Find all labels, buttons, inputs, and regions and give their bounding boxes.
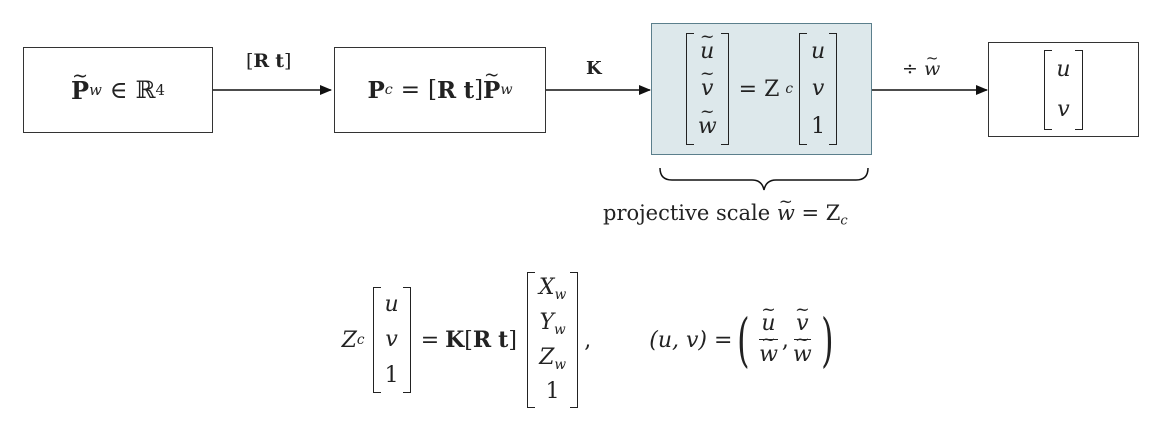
extrinsic-label: [R t] bbox=[246, 50, 292, 72]
world-point-box: Pw ∈ ℝ4 bbox=[23, 47, 213, 133]
real-space-symbol: ℝ bbox=[135, 76, 156, 104]
homogeneous-pixel-vector: u v w bbox=[685, 33, 729, 145]
underbrace bbox=[659, 167, 869, 191]
pixel-homogeneous-vector: u v 1 bbox=[799, 33, 838, 145]
lhs-pixel-vector: u v 1 bbox=[372, 287, 411, 393]
pixel-vector: u v bbox=[1044, 49, 1083, 130]
divide-label: ÷ w bbox=[902, 58, 940, 80]
fraction-u: u w bbox=[757, 310, 780, 369]
intrinsic-label: K bbox=[586, 58, 602, 79]
projective-scale-label: projective scale w = Zc bbox=[603, 201, 848, 229]
world-point-symbol: P bbox=[71, 76, 89, 105]
world-homogeneous-vector: Xw Yw Zw 1 bbox=[526, 272, 579, 408]
fraction-v: v w bbox=[791, 310, 814, 369]
camera-point-box: Pc = [R t]Pw bbox=[334, 47, 546, 133]
projection-box: u v w = Zc u v 1 bbox=[651, 23, 872, 155]
pixel-box: u v bbox=[988, 42, 1139, 137]
